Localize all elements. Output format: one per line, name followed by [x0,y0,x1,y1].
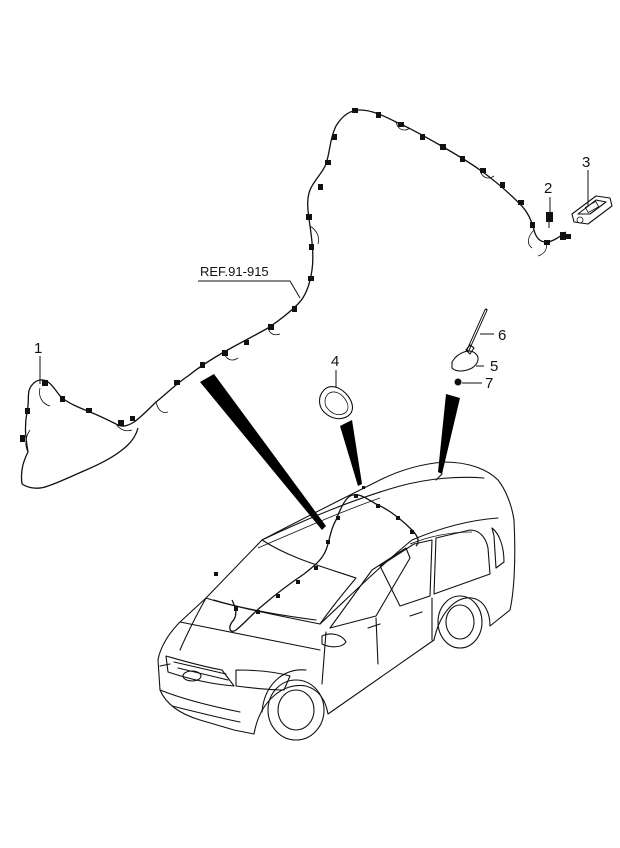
room-lamp-part [571,195,613,225]
pointer-wedges [200,374,460,530]
callout-6: 6 [498,327,506,344]
antenna-pole-part [466,308,488,352]
callout-4: 4 [331,353,339,370]
reference-label: REF.91-915 [200,264,269,279]
roof-wiring-harness [20,108,567,489]
antenna-nut-part [454,378,462,386]
callout-2: 2 [544,180,552,197]
minivan-illustration [157,461,516,741]
installed-roof-harness [214,486,419,632]
antenna-pad-part [318,386,354,420]
callout-3: 3 [582,154,590,171]
callout-7: 7 [485,375,493,392]
harness-clips [20,108,550,442]
bolt-part [546,212,553,228]
callout-leaders [39,170,589,388]
callout-1: 1 [34,340,42,357]
connector-part [560,232,571,240]
callout-5: 5 [490,358,498,375]
antenna-base-part [451,344,479,372]
